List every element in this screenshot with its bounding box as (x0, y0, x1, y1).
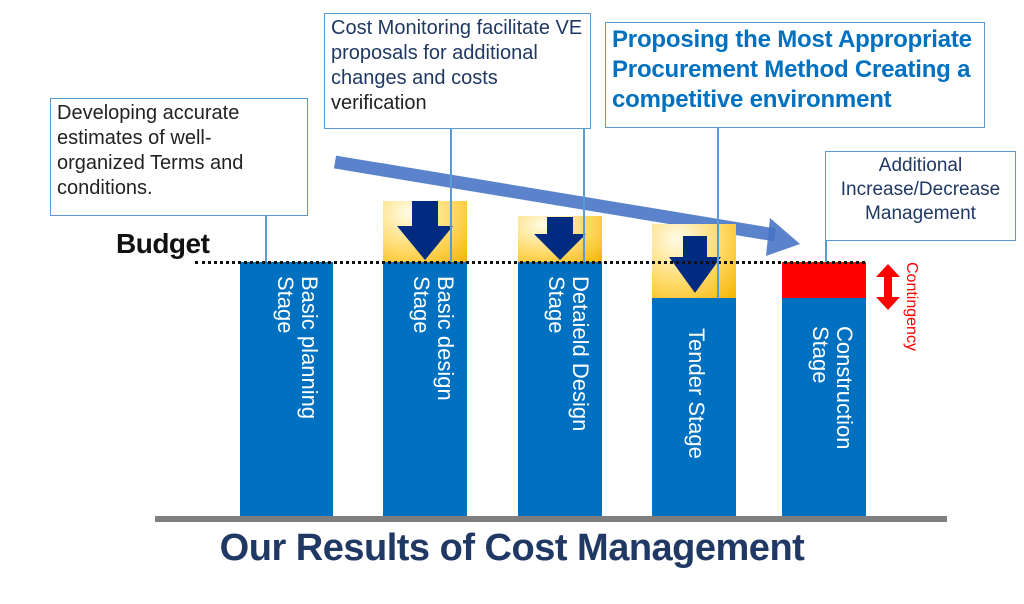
bar-detailed-design: Detaield Design Stage (518, 262, 602, 516)
callout-line: Developing accurate (57, 102, 240, 124)
callout-tender: Proposing the Most Appropriate Procureme… (605, 22, 985, 128)
callout-line: Cost Monitoring facilitate VE (331, 17, 583, 39)
down-arrow-icon (534, 217, 586, 260)
contingency-label: Contingency (903, 262, 920, 351)
callout-line: Procurement Method Creating a (612, 56, 971, 83)
callout-line: conditions. (57, 177, 153, 199)
bar-basic-planning: Basic planning Stage (240, 262, 333, 516)
callout-line: changes and costs (331, 67, 498, 89)
connector-line (265, 216, 267, 262)
callout-line: Additional (878, 155, 963, 176)
callout-line: Management (865, 202, 976, 224)
callout-planning: Developing accurate estimates of well- o… (50, 98, 308, 216)
baseline (155, 516, 947, 522)
callout-line: proposals for additional (331, 42, 538, 64)
connector-line (825, 241, 827, 262)
bar-tender: Tender Stage (652, 298, 736, 516)
budget-line (195, 261, 865, 264)
budget-label: Budget (116, 228, 210, 259)
bar-label-basic-design: Basic design Stage (408, 276, 458, 401)
bar-label-detailed-design: Detaield Design Stage (543, 276, 593, 432)
down-arrow-icon (669, 236, 721, 293)
connector-line (583, 129, 585, 262)
callout-line: estimates of well- (57, 127, 212, 149)
callout-line: Proposing the Most Appropriate (612, 26, 972, 53)
callout-line: competitive environment (612, 86, 892, 113)
callout-design: Cost Monitoring facilitate VE proposals … (324, 13, 591, 129)
connector-line (717, 128, 719, 298)
bar-label-basic-planning: Basic planning Stage (272, 276, 322, 420)
callout-construction: Additional Increase/Decrease Management (825, 151, 1016, 241)
contingency-block (782, 262, 866, 298)
bar-basic-design: Basic design Stage (383, 262, 467, 516)
down-arrow-icon (397, 201, 453, 260)
page-title: Our Results of Cost Management (219, 527, 805, 569)
callout-line: Increase/Decrease (840, 178, 1001, 200)
bar-label-tender: Tender Stage (684, 328, 709, 459)
connector-line (450, 129, 452, 262)
callout-line: verification (331, 92, 427, 114)
double-arrow-icon (876, 264, 900, 310)
callout-line: organized Terms and (57, 152, 244, 174)
bar-construction: Construction Stage (782, 298, 866, 516)
bar-label-construction: Construction Stage (807, 326, 857, 450)
